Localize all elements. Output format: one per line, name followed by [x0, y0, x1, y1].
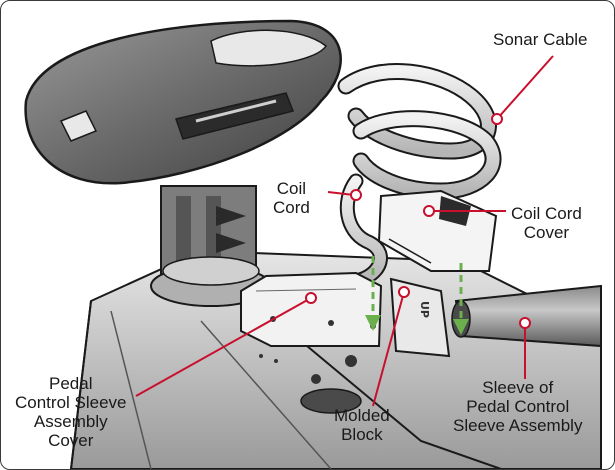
label-line: Cord	[273, 198, 310, 217]
label-line: Coil Cord	[511, 204, 582, 223]
label-line: Cover	[48, 431, 94, 450]
motor-head	[24, 19, 342, 185]
label-coil-cord-cover: Coil Cord Cover	[511, 204, 582, 242]
label-line: Control Sleeve	[15, 393, 127, 412]
callout-sonar-dot	[491, 113, 503, 125]
label-coil-cord: Coil Cord	[273, 179, 310, 217]
arrow-head-right	[453, 319, 469, 335]
callout-pedal-line	[135, 297, 312, 397]
label-line: Sleeve of	[482, 378, 554, 397]
label-line: Sonar Cable	[493, 30, 588, 49]
callouts	[135, 55, 554, 407]
label-line: Sleeve Assembly	[453, 416, 583, 435]
label-line: Block	[341, 425, 383, 444]
callout-sleeve-dot	[519, 317, 531, 329]
callout-sonar-line	[496, 55, 554, 120]
label-line: Coil	[276, 179, 307, 198]
callout-coil-line	[327, 191, 355, 196]
pedal-sleeve-cover	[240, 271, 383, 347]
label-line: Assembly	[33, 412, 108, 431]
callout-molded-dot	[398, 286, 410, 298]
molded-block: UP	[389, 277, 451, 358]
install-arrows	[365, 256, 469, 335]
label-sleeve-of-pedal-control-sleeve-assembly: Sleeve of Pedal Control Sleeve Assembly	[453, 378, 582, 435]
label-molded-block: Molded Block	[334, 406, 390, 444]
label-line: Pedal Control	[466, 397, 570, 416]
motor-shaft	[150, 185, 272, 307]
arrow-head-left	[365, 315, 381, 331]
label-line: Pedal	[49, 374, 93, 393]
callout-pedal-dot	[305, 292, 317, 304]
label-pedal-control-sleeve-assembly-cover: Pedal Control Sleeve Assembly Cover	[15, 374, 127, 450]
callout-coil-dot	[350, 189, 362, 201]
molded-block-up-text: UP	[418, 301, 431, 318]
label-sonar-cable: Sonar Cable	[493, 30, 588, 49]
label-line: Molded	[334, 406, 390, 425]
label-line: Cover	[523, 223, 570, 242]
callout-molded-line	[372, 291, 405, 407]
sonar-cable	[337, 63, 502, 200]
callout-coilcover-dot	[423, 205, 435, 217]
